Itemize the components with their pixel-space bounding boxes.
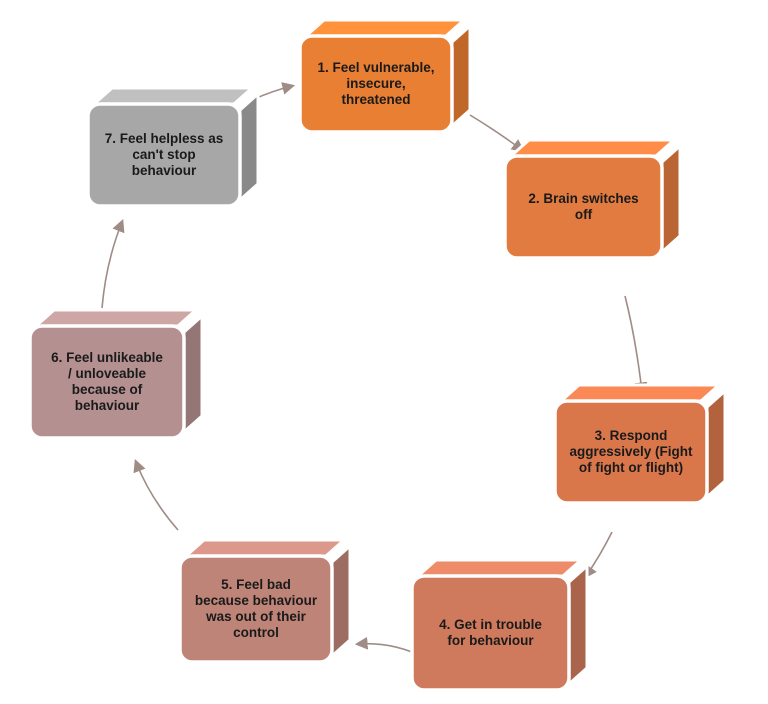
step-box-side-face	[660, 144, 682, 254]
step-box-top-face	[184, 538, 346, 558]
boxes-group: 1. Feel vulnerable,insecure,threatened 2.…	[28, 18, 727, 692]
step-label-line: aggressively (Fight	[569, 444, 693, 459]
cycle-arrow-4	[354, 636, 413, 653]
step-box-top-face	[416, 558, 583, 578]
step-box-front-face	[28, 324, 186, 440]
step-box-front-face	[503, 154, 664, 260]
step-box-side-face	[330, 544, 352, 658]
step-box-top-face	[34, 308, 198, 328]
step-label-line: insecure,	[346, 76, 405, 91]
step-box-side-face	[705, 389, 727, 499]
step-label-1: 1. Feel vulnerable,insecure,threatened	[317, 60, 434, 107]
step-box-top-face	[559, 383, 721, 403]
step-label-line: was out of their	[205, 609, 307, 624]
step-label-line: 2. Brain switches	[528, 191, 638, 206]
step-box-top-face	[509, 138, 676, 158]
step-label-line: 4. Get in trouble	[439, 617, 542, 632]
step-box-top-face	[304, 18, 466, 38]
step-box-front-face	[298, 34, 454, 134]
cycle-arrow-2	[624, 295, 648, 396]
step-label-line: 1. Feel vulnerable,	[317, 60, 434, 75]
step-box-side-face	[567, 564, 589, 686]
cycle-arrow-5	[133, 459, 179, 531]
step-label-line: 3. Respond	[595, 428, 668, 443]
step-label-line: 5. Feel bad	[221, 577, 291, 592]
step-box-side-face	[450, 24, 472, 128]
step-label-line: off	[575, 207, 593, 222]
step-label-line: for behaviour	[447, 633, 534, 648]
step-box-front-face	[86, 102, 242, 208]
step-label-line: / unloveable	[68, 366, 147, 381]
cycle-arrow-1	[469, 114, 525, 152]
step-label-line: because behaviour	[195, 593, 318, 608]
step-box-side-face	[238, 92, 260, 202]
step-box-front-face	[178, 554, 334, 664]
cycle-arrow-6	[101, 219, 125, 309]
step-label-line: can't stop	[132, 147, 195, 162]
step-label-line: 6. Feel unlikeable	[51, 350, 163, 365]
step-box-1: 1. Feel vulnerable,insecure,threatened	[298, 18, 472, 134]
step-box-top-face	[92, 86, 254, 106]
step-label-line: of fight or flight)	[579, 460, 683, 475]
step-label-line: control	[233, 625, 279, 640]
step-box-front-face	[410, 574, 571, 692]
step-box-front-face	[553, 399, 709, 505]
cycle-arrow-3	[584, 531, 613, 579]
step-label-line: threatened	[341, 92, 410, 107]
step-label-line: because of	[72, 382, 143, 397]
step-label-line: behaviour	[75, 398, 140, 413]
step-label-line: 7. Feel helpless as	[105, 131, 224, 146]
step-label-line: behaviour	[132, 163, 197, 178]
step-box-side-face	[182, 314, 204, 434]
